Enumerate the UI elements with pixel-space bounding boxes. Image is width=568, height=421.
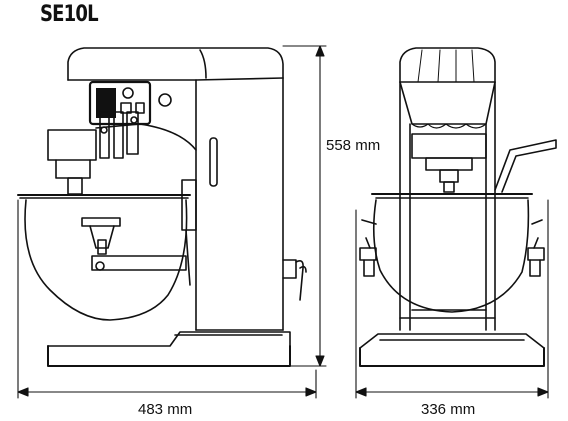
dimension-lines — [17, 45, 549, 399]
width-dimension-label: 336 mm — [421, 401, 476, 418]
front-view — [359, 47, 557, 367]
height-dimension-label: 558 mm — [326, 137, 381, 154]
side-view — [17, 47, 307, 367]
model-title: SE10L — [40, 2, 99, 27]
knob-icon — [158, 93, 172, 107]
handle-slot — [209, 137, 218, 187]
control-panel — [88, 80, 152, 126]
depth-dimension-label: 483 mm — [138, 401, 193, 418]
